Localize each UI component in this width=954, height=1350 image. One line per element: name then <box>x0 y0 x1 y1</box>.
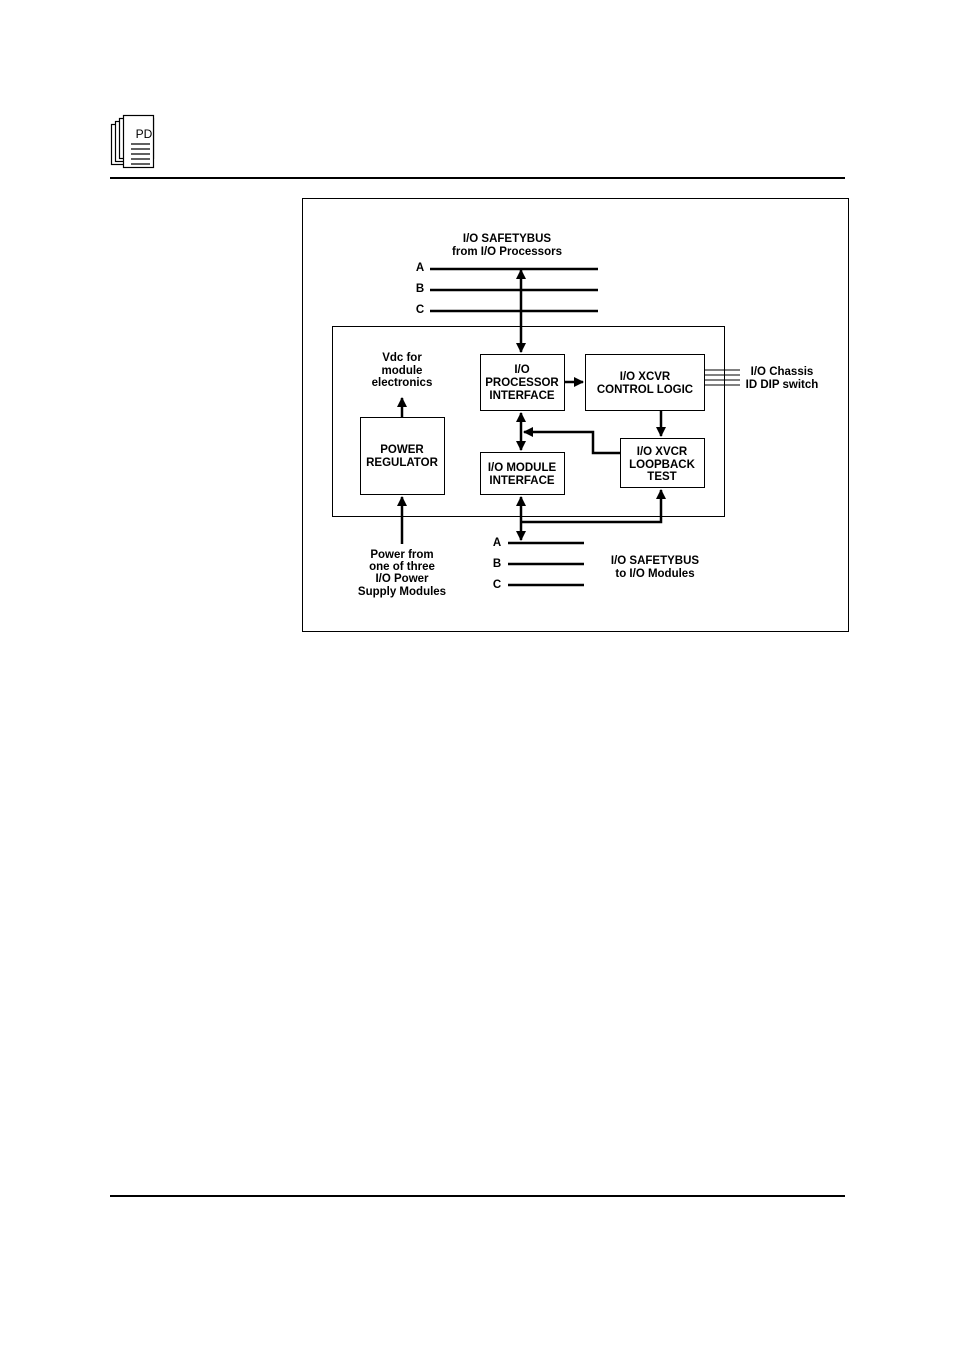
top-bus-lines: A B C <box>416 262 598 316</box>
power-label-1: Power from <box>370 549 433 561</box>
bottom-bus-label-c: C <box>493 579 501 591</box>
bottom-bus-title: I/O SAFETYBUS <box>611 555 700 567</box>
bottom-bus-label-a: A <box>493 537 501 549</box>
io-xvcr-loopback-test-label-3: TEST <box>647 471 676 483</box>
io-xcvr-control-logic-label-2: CONTROL LOGIC <box>597 384 693 396</box>
power-label-4: Supply Modules <box>358 586 446 598</box>
io-xcvr-control-logic-label-1: I/O XCVR <box>620 371 671 383</box>
top-bus-title: I/O SAFETYBUS <box>463 233 552 245</box>
vdc-label-1: Vdc for <box>382 352 422 364</box>
bottom-bus-subtitle: to I/O Modules <box>615 568 694 580</box>
bottom-bus-label-b: B <box>493 558 501 570</box>
io-xvcr-loopback-test-label-2: LOOPBACK <box>629 459 696 471</box>
chassis-id-lines <box>705 370 740 385</box>
vdc-label-2: module <box>382 365 423 377</box>
top-bus-label-a: A <box>416 262 424 274</box>
io-xvcr-loopback-test-label-1: I/O XVCR <box>637 446 688 458</box>
io-processor-interface-label-1: I/O <box>514 364 529 376</box>
chassis-label-1: I/O Chassis <box>751 366 814 378</box>
vdc-label-3: electronics <box>372 377 433 389</box>
power-label-2: one of three <box>369 561 435 573</box>
bottom-bus-lines: A B C <box>493 537 584 591</box>
loopback-to-bus-arrow <box>524 432 620 453</box>
io-processor-interface-label-3: INTERFACE <box>489 390 555 402</box>
top-bus-label-b: B <box>416 283 424 295</box>
top-bus-subtitle: from I/O Processors <box>452 246 562 258</box>
power-regulator-block <box>361 418 445 495</box>
top-bus-label-c: C <box>416 304 424 316</box>
chassis-label-2: ID DIP switch <box>746 379 819 391</box>
power-regulator-label-1: POWER <box>380 444 424 456</box>
io-module-interface-label-1: I/O MODULE <box>488 462 557 474</box>
io-processor-interface-label-2: PROCESSOR <box>485 377 559 389</box>
power-label-3: I/O Power <box>375 573 429 585</box>
io-module-interface-label-2: INTERFACE <box>489 475 555 487</box>
power-regulator-label-2: REGULATOR <box>366 457 438 469</box>
